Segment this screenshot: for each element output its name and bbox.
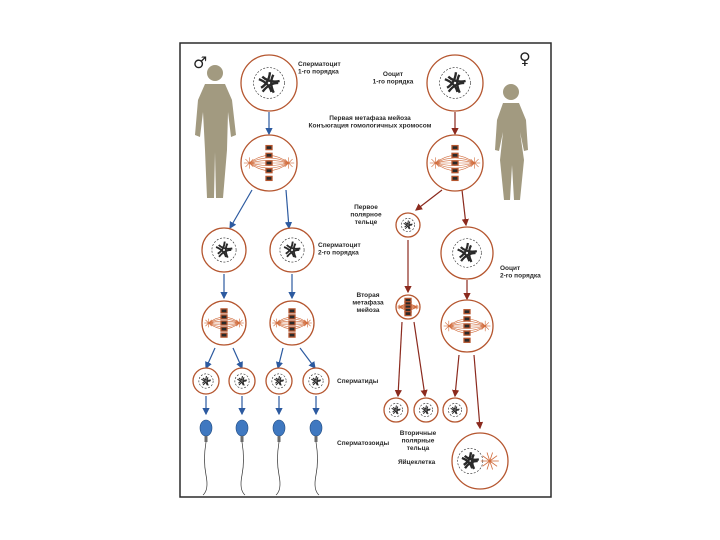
male-symbol: ♂	[193, 53, 207, 72]
label-metaphase2-line-1: Вторая	[356, 292, 379, 299]
male-silhouette	[195, 65, 236, 198]
cell-polar-body-2-b	[413, 397, 439, 423]
cell-spermatocyte-2-b	[269, 227, 315, 273]
label-metaphase2-line-3: мейоза	[356, 306, 379, 314]
cell-spermatid-3	[265, 367, 293, 395]
label-oocyte1-line-2: 1-го порядка	[373, 79, 414, 86]
cell-oocyte-2	[440, 226, 494, 280]
cell-spermatocyte-2-a	[201, 227, 247, 273]
cell-spermatid-2	[228, 367, 256, 395]
cell-oocyte-1	[426, 54, 484, 112]
cell-male-metaphase-2-a	[201, 300, 247, 346]
female-lineage-arrows	[394, 112, 484, 430]
label-spermatozoa: Сперматозоиды	[337, 440, 390, 447]
spermatozoon-2	[235, 419, 249, 496]
cell-male-metaphase-2-b	[269, 300, 315, 346]
label-egg: Яйцеклетка	[398, 458, 436, 466]
label-polar1-line-1: Первое	[354, 204, 378, 211]
cell-polar-metaphase-2	[395, 294, 421, 320]
label-polar1-line-3: тельце	[355, 219, 378, 226]
spermatozoon-1	[199, 419, 213, 496]
cell-male-metaphase-1	[240, 134, 298, 192]
label-egg-line-1: Яйцеклетка	[398, 458, 436, 466]
diagram-frame	[179, 42, 552, 498]
female-symbol: ♀	[519, 49, 531, 68]
label-polar1-line-2: полярное	[350, 212, 382, 219]
label-spermatocyte1-line-2: 1-го порядка	[298, 69, 339, 76]
label-spermatids-line-1: Сперматиды	[337, 378, 379, 385]
cell-spermatocyte-1	[240, 54, 298, 112]
cell-polar-body-1	[395, 212, 421, 238]
label-oocyte1-line-1: Ооцит	[383, 71, 403, 78]
label-spermatids: Сперматиды	[337, 378, 379, 385]
label-metaphase2-line-2: метафаза	[352, 300, 384, 307]
cell-spermatid-1	[192, 367, 220, 395]
label-metaphase1-line-1: Первая метафаза мейоза	[329, 114, 411, 122]
spermatozoon-3	[272, 419, 286, 496]
label-polar2-line-3: тельца	[407, 445, 430, 452]
label-oocyte2-line-1: Ооцит	[500, 265, 520, 272]
female-silhouette	[495, 84, 528, 200]
cell-spermatid-4	[302, 367, 330, 395]
label-spermatocyte1-line-1: Сперматоцит	[298, 61, 341, 68]
label-spermatozoa-line-1: Сперматозоиды	[337, 440, 390, 447]
cell-polar-body-2-c	[442, 397, 468, 423]
label-spermatocyte2-line-1: Сперматоцит	[318, 242, 361, 249]
label-spermatocyte2-line-2: 2-го порядка	[318, 250, 359, 257]
spermatozoa-group	[199, 419, 323, 496]
label-oocyte2-line-2: 2-го порядка	[500, 273, 541, 280]
label-polar2-line-2: полярные	[402, 438, 435, 445]
cell-polar-body-2-a	[383, 397, 409, 423]
spermatozoon-4	[309, 419, 323, 496]
cell-female-metaphase-2	[440, 299, 494, 353]
cell-egg	[451, 432, 509, 490]
label-metaphase1-line-2: Конъюгация гомологичных хромосом	[309, 123, 432, 130]
cell-female-metaphase-1	[426, 134, 484, 192]
male-lineage-arrows	[202, 112, 320, 416]
label-polar2-line-1: Вторичные	[400, 430, 437, 437]
